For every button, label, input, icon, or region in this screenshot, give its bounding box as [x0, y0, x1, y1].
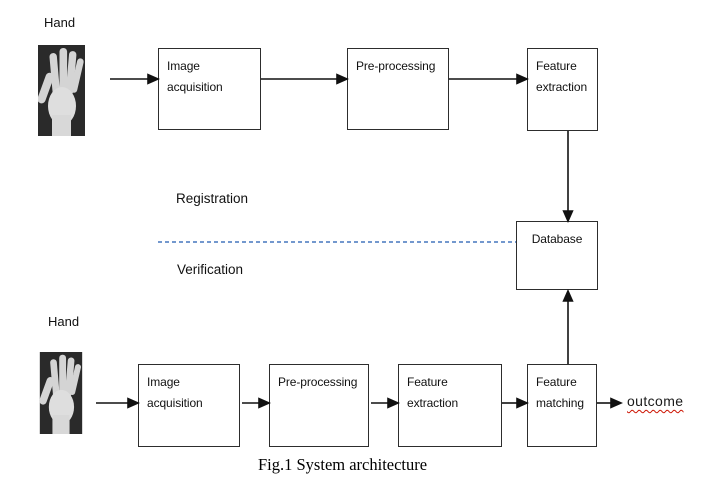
- box-label: Feature matching: [536, 375, 584, 410]
- hand-label-registration: Hand: [44, 15, 76, 30]
- arrow-image-acquisition-to-pre-processing-verification: [242, 397, 271, 409]
- arrow-feature-matching-to-database: [562, 289, 574, 364]
- hand-shape: [38, 48, 84, 136]
- arrow-pre-processing-to-feature-extraction-verification: [371, 397, 400, 409]
- box-label: Feature extraction: [536, 59, 588, 94]
- arrow-feature-matching-to-outcome: [597, 397, 623, 409]
- box-feature-extraction-registration: Feature extraction: [527, 48, 598, 131]
- arrow-pre-processing-to-feature-extraction-registration: [449, 73, 529, 85]
- arrow-feature-extraction-to-database: [562, 131, 574, 223]
- hand-photo-verification: [39, 352, 83, 434]
- box-pre-processing-registration: Pre-processing: [347, 48, 449, 130]
- box-label: Pre-processing: [356, 59, 436, 73]
- box-label: Image acquisition: [167, 59, 223, 94]
- outcome-label: outcome: [627, 393, 684, 409]
- box-image-acquisition-registration: Image acquisition: [158, 48, 261, 130]
- box-database: Database: [516, 221, 598, 290]
- hand-shape: [39, 354, 81, 434]
- arrow-hand-to-image-acquisition-verification: [96, 397, 140, 409]
- box-label: Feature extraction: [407, 375, 459, 410]
- box-label: Image acquisition: [147, 375, 203, 410]
- box-feature-extraction-verification: Feature extraction: [398, 364, 502, 447]
- arrow-feature-extraction-to-feature-matching: [502, 397, 529, 409]
- box-pre-processing-verification: Pre-processing: [269, 364, 369, 447]
- box-label: Pre-processing: [278, 375, 358, 389]
- box-label: Database: [531, 232, 583, 246]
- registration-section-label: Registration: [176, 191, 249, 206]
- arrow-image-acquisition-to-pre-processing-registration: [261, 73, 349, 85]
- arrow-hand-to-image-acquisition-registration: [110, 73, 160, 85]
- hand-photo-registration: [38, 45, 85, 136]
- hand-label-verification: Hand: [48, 314, 80, 329]
- box-feature-matching: Feature matching: [527, 364, 597, 447]
- verification-section-label: Verification: [177, 262, 244, 277]
- box-image-acquisition-verification: Image acquisition: [138, 364, 240, 447]
- figure-caption: Fig.1 System architecture: [258, 455, 428, 474]
